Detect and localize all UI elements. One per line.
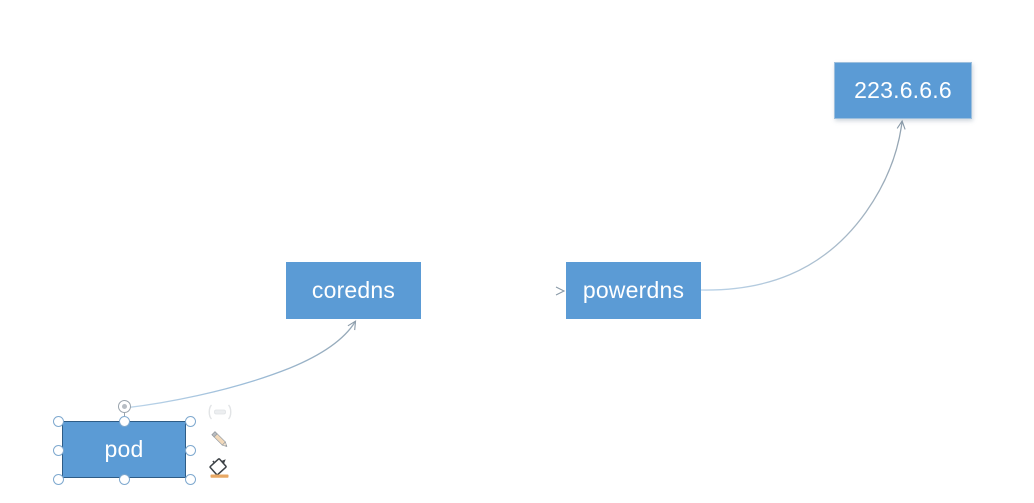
node-coredns[interactable]: coredns [286,262,421,319]
handle-bottom-right[interactable] [184,473,196,485]
node-coredns-label: coredns [311,277,396,303]
minus-icon [206,402,234,422]
rotation-handle[interactable] [117,399,131,413]
handle-middle-right[interactable] [184,444,196,456]
handle-top-left[interactable] [52,415,64,427]
node-powerdns-label: powerdns [582,277,685,303]
handle-top-right[interactable] [184,415,196,427]
pencil-button[interactable] [205,426,235,454]
handle-bottom-center[interactable] [118,473,130,485]
handle-middle-left[interactable] [52,444,64,456]
node-upstream[interactable]: 223.6.6.6 [834,62,972,119]
edge-powerdns-to-upstream[interactable] [700,119,906,291]
handle-top-center[interactable] [118,415,130,427]
paint-bucket-icon [206,455,234,481]
node-upstream-label: 223.6.6.6 [854,77,952,103]
node-powerdns[interactable]: powerdns [566,262,701,319]
pencil-icon [207,427,233,453]
node-pod[interactable]: pod [62,421,186,478]
line-style-button[interactable] [205,398,235,426]
node-pod-label: pod [104,436,144,462]
edge-pod-to-coredns[interactable] [123,320,357,409]
fill-color-button[interactable] [205,454,235,482]
mini-toolbar[interactable] [205,398,239,482]
handle-bottom-left[interactable] [52,473,64,485]
